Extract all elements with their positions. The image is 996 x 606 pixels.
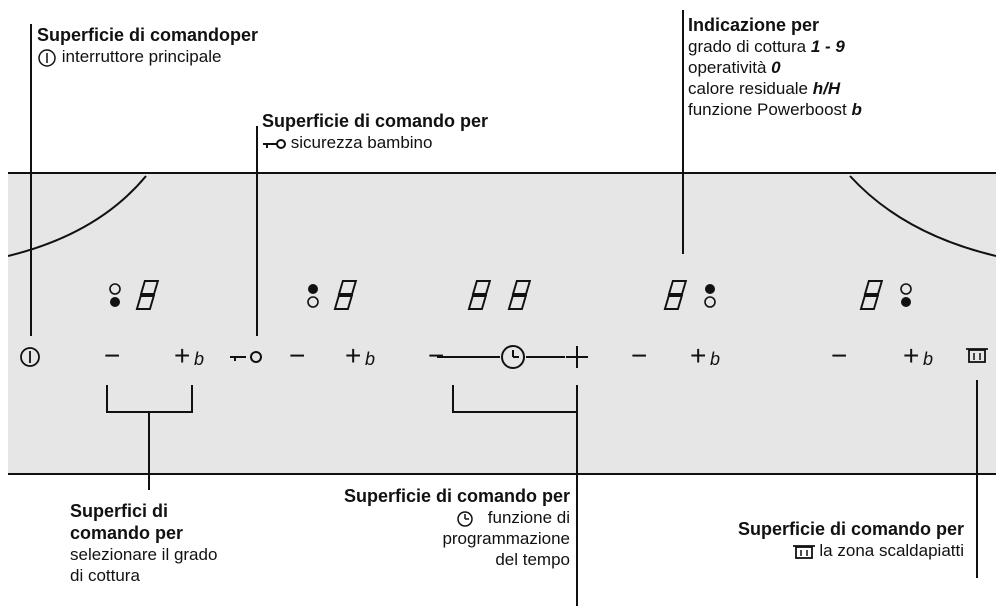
zone-4-plus-button[interactable]: + bbox=[903, 340, 920, 371]
zone-1-boost-button[interactable]: b bbox=[194, 349, 205, 369]
timer-label: Superficie di comando per funzione di pr… bbox=[290, 485, 570, 570]
zone-1-minus-button[interactable]: − bbox=[104, 340, 121, 371]
timer-bracket bbox=[452, 385, 578, 606]
zone-2-plus-button[interactable]: + bbox=[345, 340, 362, 371]
leader-main-switch bbox=[30, 24, 32, 336]
zone-3-plus-button[interactable]: + bbox=[690, 340, 707, 371]
power-switch-icon[interactable] bbox=[20, 347, 40, 367]
warming-zone-label: Superficie di comando per la zona scalda… bbox=[680, 518, 964, 561]
main-switch-title: Superficie di comandoper bbox=[37, 25, 259, 45]
timer-display bbox=[467, 280, 531, 310]
power-level-bracket bbox=[106, 385, 193, 490]
child-lock-label: Superficie di comando per sicurezza bamb… bbox=[262, 110, 488, 153]
timer-text-row: funzione di bbox=[290, 507, 570, 528]
key-icon bbox=[263, 138, 286, 149]
zone-3-boost-button[interactable]: b bbox=[710, 349, 721, 369]
timer-minus-button[interactable]: − bbox=[428, 340, 445, 371]
child-lock-title: Superficie di comando per bbox=[262, 111, 489, 131]
timer-control[interactable] bbox=[437, 345, 588, 369]
clock-icon bbox=[501, 345, 525, 369]
cooking-zone-arcs bbox=[8, 175, 996, 257]
zone-4-display bbox=[859, 280, 912, 310]
zone-1-plus-button[interactable]: + bbox=[174, 340, 191, 371]
child-lock-text: sicurezza bambino bbox=[290, 133, 433, 152]
zone-2-minus-button[interactable]: − bbox=[289, 340, 306, 371]
warming-zone-text-row: la zona scaldapiatti bbox=[680, 540, 964, 561]
power-icon bbox=[38, 48, 56, 67]
zone-2-display bbox=[307, 280, 357, 310]
indication-title: Indicazione per bbox=[688, 15, 820, 35]
zone-3-minus-button[interactable]: − bbox=[631, 340, 648, 371]
power-level-label: Superfici di comando per selezionare il … bbox=[70, 501, 218, 585]
main-switch-label: Superficie di comandoper interruttore pr… bbox=[37, 24, 258, 68]
clock-icon bbox=[457, 510, 473, 527]
main-switch-text: interruttore principale bbox=[61, 47, 222, 66]
leader-indication bbox=[682, 10, 684, 254]
zone-1-display bbox=[109, 280, 159, 310]
warming-zone-icon bbox=[792, 544, 815, 559]
leader-child-lock bbox=[256, 126, 258, 336]
zone-4-boost-button[interactable]: b bbox=[923, 349, 934, 369]
main-switch-text-row: interruttore principale bbox=[37, 46, 258, 68]
cooktop-panel bbox=[8, 172, 996, 475]
child-lock-key-icon[interactable] bbox=[230, 351, 262, 363]
child-lock-text-row: sicurezza bambino bbox=[262, 132, 488, 153]
zone-4-minus-button[interactable]: − bbox=[831, 340, 848, 371]
indication-label: Indicazione per grado di cottura 1 - 9 o… bbox=[688, 15, 862, 119]
zone-3-display bbox=[663, 280, 716, 310]
zone-2-boost-button[interactable]: b bbox=[365, 349, 376, 369]
warming-zone-icon[interactable] bbox=[966, 348, 988, 363]
